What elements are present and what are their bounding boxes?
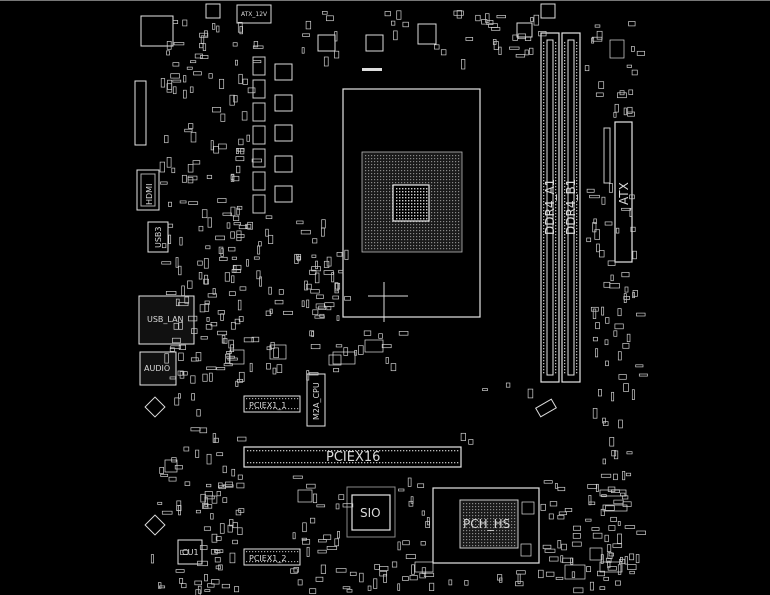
atx-label: ATX bbox=[617, 182, 631, 205]
cu1-label: CU1 bbox=[182, 548, 199, 557]
m2a-cpu-label: M2A_CPU bbox=[312, 382, 321, 420]
audio-connector bbox=[139, 351, 177, 386]
ddr4-slot-b1 bbox=[561, 32, 581, 383]
usb-lan-label: USB_LAN bbox=[147, 315, 184, 324]
cpu-socket bbox=[342, 68, 481, 322]
ddr4-slot-a1 bbox=[540, 32, 560, 383]
pch-heatsink bbox=[432, 487, 540, 564]
hdmi-label: HDMI bbox=[145, 184, 154, 205]
top-left-connector bbox=[134, 15, 174, 146]
vrm-components bbox=[205, 3, 556, 214]
pciex1-2-slot bbox=[243, 548, 301, 566]
ddr4-b1-label: DDR4_B1 bbox=[564, 179, 578, 235]
cu1-chip bbox=[177, 539, 203, 565]
pciex1-1-slot bbox=[243, 395, 301, 413]
hdmi-connector bbox=[136, 169, 160, 211]
pciex16-slot bbox=[243, 446, 462, 468]
diamond-chips bbox=[144, 396, 557, 536]
m2a-cpu-slot bbox=[306, 373, 326, 427]
pciex16-label: PCIEX16 bbox=[326, 450, 380, 465]
usb3-connector bbox=[147, 221, 169, 253]
sio-chip bbox=[346, 486, 396, 538]
pciex1-2-label: PCIEX1_2 bbox=[249, 554, 286, 563]
atx-connector bbox=[603, 121, 633, 263]
ddr4-a1-label: DDR4_A1 bbox=[543, 179, 557, 235]
usb3-label: USB3 bbox=[154, 226, 163, 248]
audio-label: AUDIO bbox=[144, 364, 170, 373]
usb-lan-connector bbox=[138, 295, 195, 345]
atx-12v-label: ATX_12V bbox=[241, 11, 268, 18]
pch-hs-label: PCH_HS bbox=[463, 517, 510, 531]
sio-label: SIO bbox=[360, 506, 381, 520]
pciex1-1-label: PCIEX1_1 bbox=[249, 401, 286, 410]
smd-components bbox=[150, 10, 648, 595]
